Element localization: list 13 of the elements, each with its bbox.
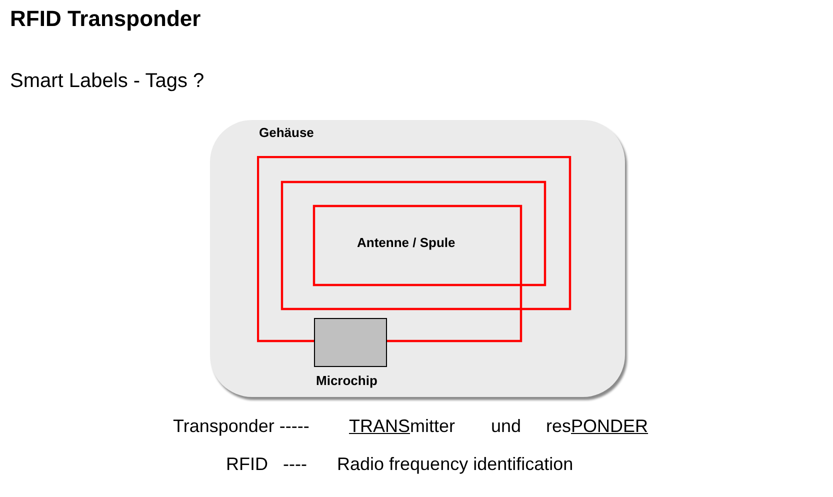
term-text: resPONDER [546,416,648,438]
housing-label: Gehäuse [259,125,314,141]
term-text: Transponder ----- [173,416,310,438]
subtitle: Smart Labels - Tags ? [10,69,204,93]
microchip-label: Microchip [316,373,378,389]
conjunction-text: und [491,416,522,438]
term-text: TRANSmitter [349,416,456,438]
acronym-text: RFID ---- [226,454,307,476]
antenna-label: Antenne / Spule [357,235,456,251]
slide-title: RFID Transponder [10,6,201,32]
definition-text: Radio frequency identification [337,454,574,476]
housing-outline [210,120,625,397]
antenna-coil [257,156,572,343]
